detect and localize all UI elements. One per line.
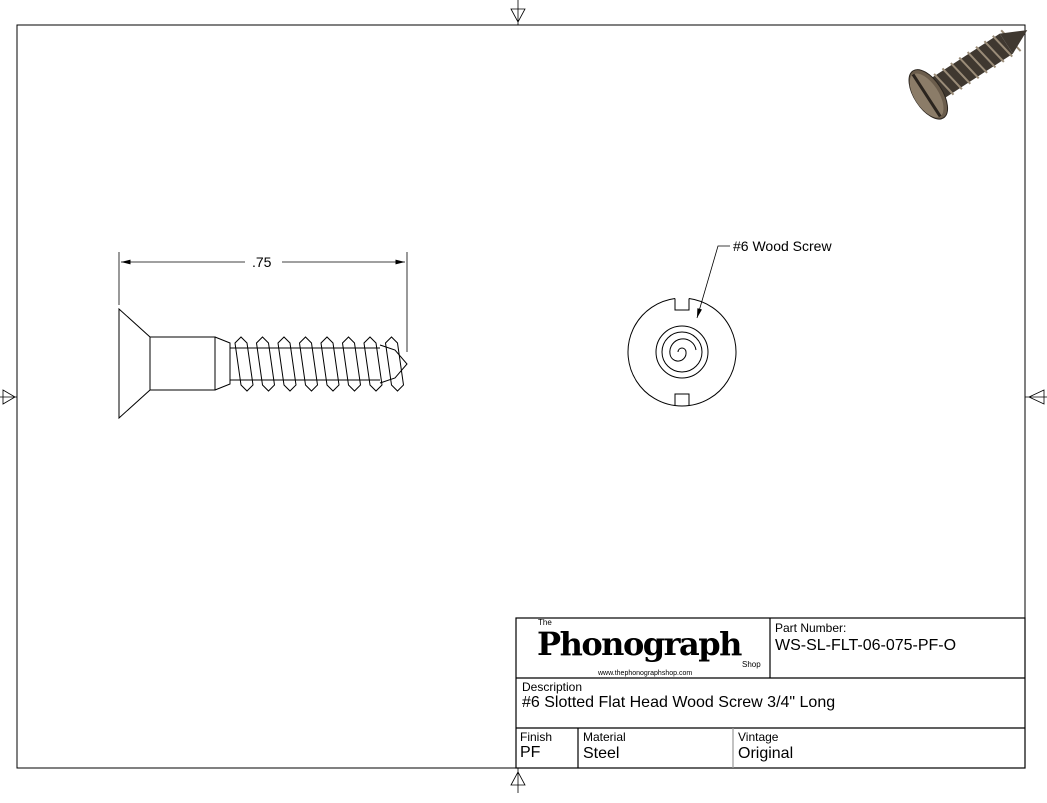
render-thread — [983, 40, 1005, 63]
thread-crest — [320, 336, 340, 392]
render-thread — [950, 62, 972, 85]
finish-label: Finish — [520, 730, 553, 744]
screw-end-view — [627, 298, 737, 407]
screw-side-view — [118, 307, 408, 420]
callout-label: #6 Wood Screw — [733, 238, 832, 254]
sheet-border — [16, 24, 1026, 769]
part-number-label: Part Number: — [775, 621, 847, 635]
callout-leader — [696, 245, 730, 319]
title-block — [515, 617, 1026, 769]
description-label: Description — [522, 680, 583, 694]
screw-3d-render — [908, 29, 1028, 120]
thread-crest — [363, 336, 383, 392]
vintage-value: Original — [738, 745, 794, 762]
vintage-label: Vintage — [738, 730, 779, 744]
thread-crest — [255, 336, 276, 392]
logo-the: The — [538, 618, 552, 627]
thread-crest — [234, 336, 254, 392]
material-value: Steel — [583, 745, 620, 762]
render-thread — [966, 51, 988, 74]
logo-url: www.thephonographshop.com — [598, 670, 693, 677]
part-number: WS-SL-FLT-06-075-PF-O — [775, 637, 957, 654]
description: #6 Slotted Flat Head Wood Screw 3/4" Lon… — [522, 694, 836, 711]
render-thread — [958, 56, 980, 80]
material-label: Material — [583, 730, 626, 744]
logo-shop: Shop — [742, 660, 761, 669]
render-thread — [975, 45, 997, 69]
dimension-label: .75 — [250, 254, 274, 270]
logo-name: Phonograph — [537, 625, 742, 663]
length-dimension — [118, 252, 408, 352]
render-thread — [933, 73, 955, 96]
thread-crest — [277, 336, 297, 392]
render-thread — [941, 67, 963, 90]
thread-crest — [341, 336, 362, 392]
thread-crest — [384, 336, 405, 392]
thread-crest — [298, 336, 319, 392]
render-thread — [992, 35, 1013, 58]
finish-value: PF — [520, 744, 541, 761]
